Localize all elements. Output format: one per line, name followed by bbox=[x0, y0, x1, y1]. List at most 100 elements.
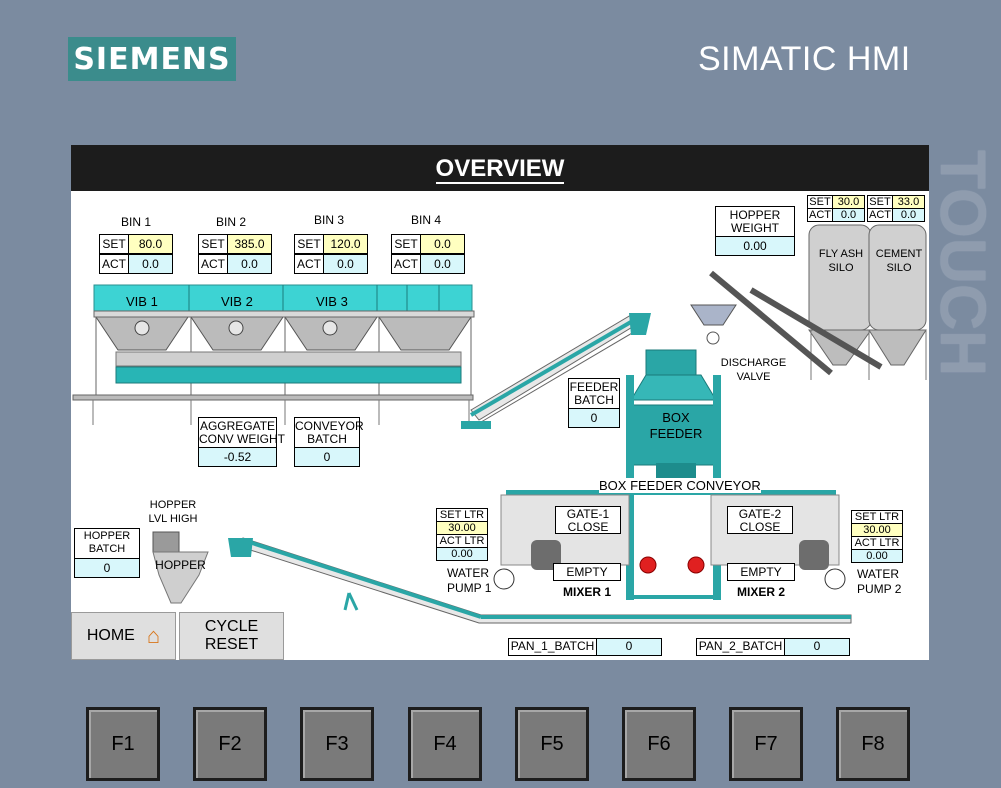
cement-set-value[interactable]: 33.0 bbox=[892, 195, 925, 209]
left-hopper-graphic bbox=[152, 531, 209, 604]
set-label: SET bbox=[198, 234, 228, 254]
product-name: SIMATIC HMI bbox=[698, 40, 911, 78]
pan-2-batch-value: 0 bbox=[785, 639, 849, 655]
water-1-set-value[interactable]: 30.00 bbox=[436, 521, 488, 535]
pan-1-batch-panel: PAN_1_BATCH 0 bbox=[508, 638, 662, 656]
aggregate-weight-panel: AGGREGATE CONV WEIGHT -0.52 bbox=[198, 417, 285, 467]
hopper-weight-value: 0.00 bbox=[715, 236, 795, 256]
gate-2-label: GATE-2 bbox=[738, 507, 782, 521]
pan-1-batch-value: 0 bbox=[597, 639, 661, 655]
gate-1-label: GATE-1 bbox=[566, 507, 610, 521]
conveyor-batch-value: 0 bbox=[294, 447, 360, 467]
discharge-valve-label-2: VALVE bbox=[736, 371, 771, 383]
f3-key[interactable]: F3 bbox=[300, 707, 374, 781]
hopper-lvl-label-2: LVL HIGH bbox=[148, 513, 198, 525]
cement-act-value: 0.0 bbox=[892, 208, 925, 222]
gate-2-state: CLOSE bbox=[739, 520, 781, 534]
hopper-batch-panel: HOPPER BATCH 0 bbox=[74, 528, 140, 578]
f6-key[interactable]: F6 bbox=[622, 707, 696, 781]
water-2-set-value[interactable]: 30.00 bbox=[851, 523, 903, 537]
home-label: HOME bbox=[86, 627, 135, 644]
hopper-weight-label-2: WEIGHT bbox=[731, 221, 779, 235]
bin-set-value[interactable]: 385.0 bbox=[227, 234, 272, 254]
inclined-conveyor-graphic bbox=[461, 313, 651, 429]
f1-key[interactable]: F1 bbox=[86, 707, 160, 781]
bin-set-value[interactable]: 120.0 bbox=[323, 234, 368, 254]
pan-2-batch-label: PAN_2_BATCH bbox=[697, 639, 785, 655]
mixer-1-label: MIXER 1 bbox=[562, 585, 611, 599]
feeder-batch-value: 0 bbox=[568, 408, 620, 428]
fly-ash-set-value[interactable]: 30.0 bbox=[832, 195, 865, 209]
silos-graphic bbox=[690, 224, 927, 380]
water-1-act-value: 0.00 bbox=[436, 547, 488, 561]
bin-set-value[interactable]: 0.0 bbox=[420, 234, 465, 254]
fly-ash-act-value: 0.0 bbox=[832, 208, 865, 222]
conveyor-batch-label-1: CONVEYOR bbox=[295, 419, 364, 433]
act-ltr-label: ACT LTR bbox=[851, 536, 903, 550]
conveyor-batch-panel: CONVEYOR BATCH 0 bbox=[294, 417, 364, 467]
water-pump-2-label-2: PUMP 2 bbox=[857, 582, 902, 596]
mixer-2-label: MIXER 2 bbox=[736, 585, 785, 599]
cement-silo-label-2: SILO bbox=[886, 262, 912, 274]
water-pump-1-label-1: WATER bbox=[447, 566, 489, 580]
vibrator-2-label[interactable]: VIB 2 bbox=[221, 294, 253, 309]
screen-title-bar: OVERVIEW bbox=[71, 145, 929, 191]
hopper-weight-panel: HOPPER WEIGHT 0.00 bbox=[715, 206, 795, 256]
home-icon: ⌂ bbox=[146, 623, 161, 648]
bin-label: BIN 1 bbox=[120, 215, 151, 229]
f5-key[interactable]: F5 bbox=[515, 707, 589, 781]
set-label: SET bbox=[807, 195, 833, 209]
f8-key[interactable]: F8 bbox=[836, 707, 910, 781]
f4-key[interactable]: F4 bbox=[408, 707, 482, 781]
siemens-logo: SIEMENS bbox=[68, 37, 236, 81]
hopper-batch-value: 0 bbox=[74, 558, 140, 578]
box-feeder-label-1: BOX bbox=[662, 410, 690, 425]
set-label: SET bbox=[391, 234, 421, 254]
hopper-weight-label-1: HOPPER bbox=[729, 208, 781, 222]
bin-act-value: 0.0 bbox=[227, 254, 272, 274]
cement-silo-label-1: CEMENT bbox=[875, 248, 923, 260]
hopper-lvl-label-1: HOPPER bbox=[149, 499, 197, 511]
act-label: ACT bbox=[807, 208, 833, 222]
hopper-label: HOPPER bbox=[155, 558, 206, 572]
water-pump-1-label-2: PUMP 1 bbox=[447, 581, 492, 595]
pan-1-batch-label: PAN_1_BATCH bbox=[509, 639, 597, 655]
mixer-2-status: EMPTY bbox=[727, 563, 795, 581]
f2-key[interactable]: F2 bbox=[193, 707, 267, 781]
feeder-batch-label-2: BATCH bbox=[574, 393, 614, 407]
f7-key[interactable]: F7 bbox=[729, 707, 803, 781]
act-ltr-label: ACT LTR bbox=[436, 534, 488, 548]
hopper-batch-label-2: BATCH bbox=[88, 543, 126, 555]
box-feeder-conveyor-label: BOX FEEDER CONVEYOR bbox=[599, 478, 761, 493]
conveyor-batch-label-2: BATCH bbox=[307, 432, 347, 446]
gate-1-status[interactable]: GATE-1 CLOSE bbox=[555, 506, 621, 534]
home-button[interactable]: HOME ⌂ bbox=[71, 612, 176, 660]
water-2-act-value: 0.00 bbox=[851, 549, 903, 563]
act-label: ACT bbox=[198, 254, 228, 274]
discharge-valve-label-1: DISCHARGE bbox=[720, 357, 787, 369]
bin-label: BIN 3 bbox=[313, 213, 344, 227]
cycle-reset-label-1: CYCLE bbox=[204, 618, 259, 635]
set-label: SET bbox=[294, 234, 324, 254]
act-label: ACT bbox=[867, 208, 893, 222]
touch-label: TOUCH bbox=[927, 150, 999, 377]
bottom-conveyor-graphic bbox=[228, 537, 852, 624]
aggregate-label-2: CONV WEIGHT bbox=[199, 432, 285, 446]
bin-act-value: 0.0 bbox=[323, 254, 368, 274]
mixer-1-status: EMPTY bbox=[553, 563, 621, 581]
fly-ash-silo-label-2: SILO bbox=[828, 262, 854, 274]
aggregate-label-1: AGGREGATE bbox=[199, 419, 276, 433]
set-ltr-label: SET LTR bbox=[436, 508, 488, 522]
vibrator-1-label[interactable]: VIB 1 bbox=[126, 294, 158, 309]
vibrator-3-label[interactable]: VIB 3 bbox=[316, 294, 348, 309]
set-label: SET bbox=[99, 234, 129, 254]
cycle-reset-button[interactable]: CYCLE RESET bbox=[179, 612, 284, 660]
act-label: ACT bbox=[99, 254, 129, 274]
water-pump-2-label-1: WATER bbox=[857, 567, 899, 581]
gate-2-status[interactable]: GATE-2 CLOSE bbox=[727, 506, 793, 534]
hmi-screen: OVERVIEW bbox=[71, 145, 929, 660]
bin-set-value[interactable]: 80.0 bbox=[128, 234, 173, 254]
feeder-batch-label-1: FEEDER bbox=[569, 380, 619, 394]
pan-2-batch-panel: PAN_2_BATCH 0 bbox=[696, 638, 850, 656]
act-label: ACT bbox=[294, 254, 324, 274]
